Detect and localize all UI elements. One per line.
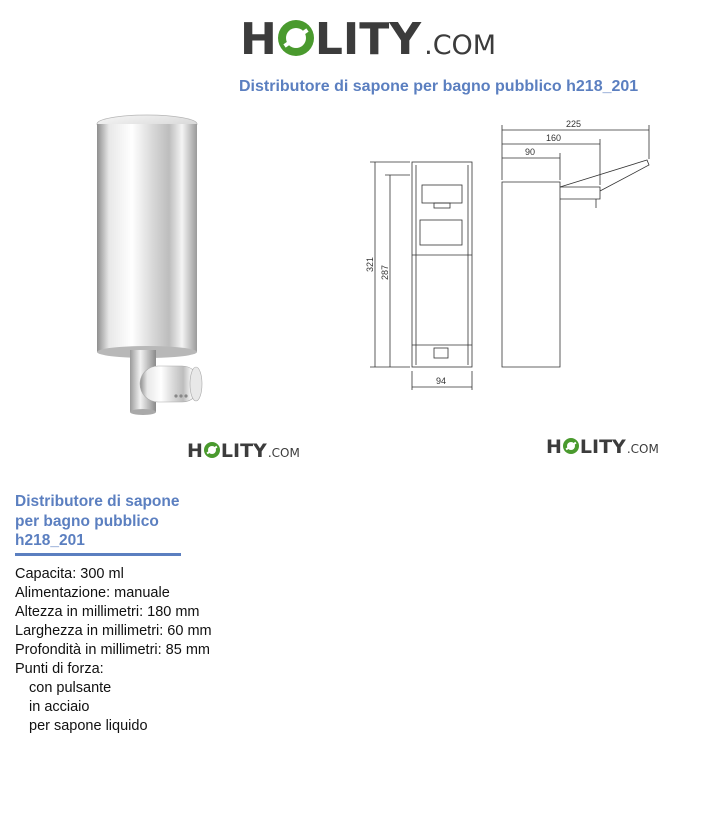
section-title: Distributore di sapone per bagno pubblic… [15, 492, 205, 551]
holity-logo-small-left: H LITY.COM [187, 440, 300, 462]
strength-item: in acciaio [29, 699, 90, 715]
spec-strengths-label: Punti di forza: [15, 661, 104, 677]
dim-160: 160 [546, 133, 561, 143]
technical-drawing: 225 160 90 321 287 94 [365, 119, 650, 390]
dim-287: 287 [380, 265, 390, 280]
logo-letter-h: H [187, 440, 203, 462]
logo-o-icon [277, 20, 314, 56]
logo-text-lity: LITY [579, 436, 626, 458]
dim-90: 90 [525, 147, 535, 157]
logo-suffix: .COM [626, 442, 659, 456]
logo-suffix: .COM [424, 30, 497, 61]
spec-list: Capacita: 300 ml Alimentazione: manuale … [15, 565, 212, 736]
holity-logo-small-right: H LITY.COM [546, 436, 659, 458]
logo-text-lity: LITY [220, 440, 267, 462]
strength-item: per sapone liquido [29, 718, 148, 734]
section-title-line: h218_201 [15, 532, 85, 549]
product-photo [96, 114, 203, 415]
side-view-outline [501, 181, 561, 368]
dim-94: 94 [436, 376, 446, 386]
dim-321: 321 [365, 257, 375, 272]
section-title-line: per bagno pubblico [15, 512, 159, 530]
logo-letter-h: H [240, 14, 277, 65]
spec-width: Larghezza in millimetri: 60 mm [15, 623, 212, 639]
spec-capacity: Capacita: 300 ml [15, 566, 124, 582]
logo-suffix: .COM [267, 446, 300, 460]
section-divider [15, 553, 181, 556]
strength-item: con pulsante [29, 680, 112, 696]
front-view-outline [411, 161, 473, 368]
page-title: Distributore di sapone per bagno pubblic… [239, 78, 639, 95]
dim-225: 225 [566, 119, 581, 129]
spec-power: Alimentazione: manuale [15, 585, 170, 601]
logo-o-icon [203, 442, 220, 458]
logo-o-icon [562, 438, 579, 454]
holity-logo-top[interactable]: H LITY.COM [240, 14, 496, 65]
section-title-line: Distributore di sapone [15, 493, 180, 510]
spec-depth: Profondità in millimetri: 85 mm [15, 642, 210, 658]
logo-text-lity: LITY [314, 14, 422, 65]
spec-height: Altezza in millimetri: 180 mm [15, 604, 200, 620]
logo-letter-h: H [546, 436, 562, 458]
